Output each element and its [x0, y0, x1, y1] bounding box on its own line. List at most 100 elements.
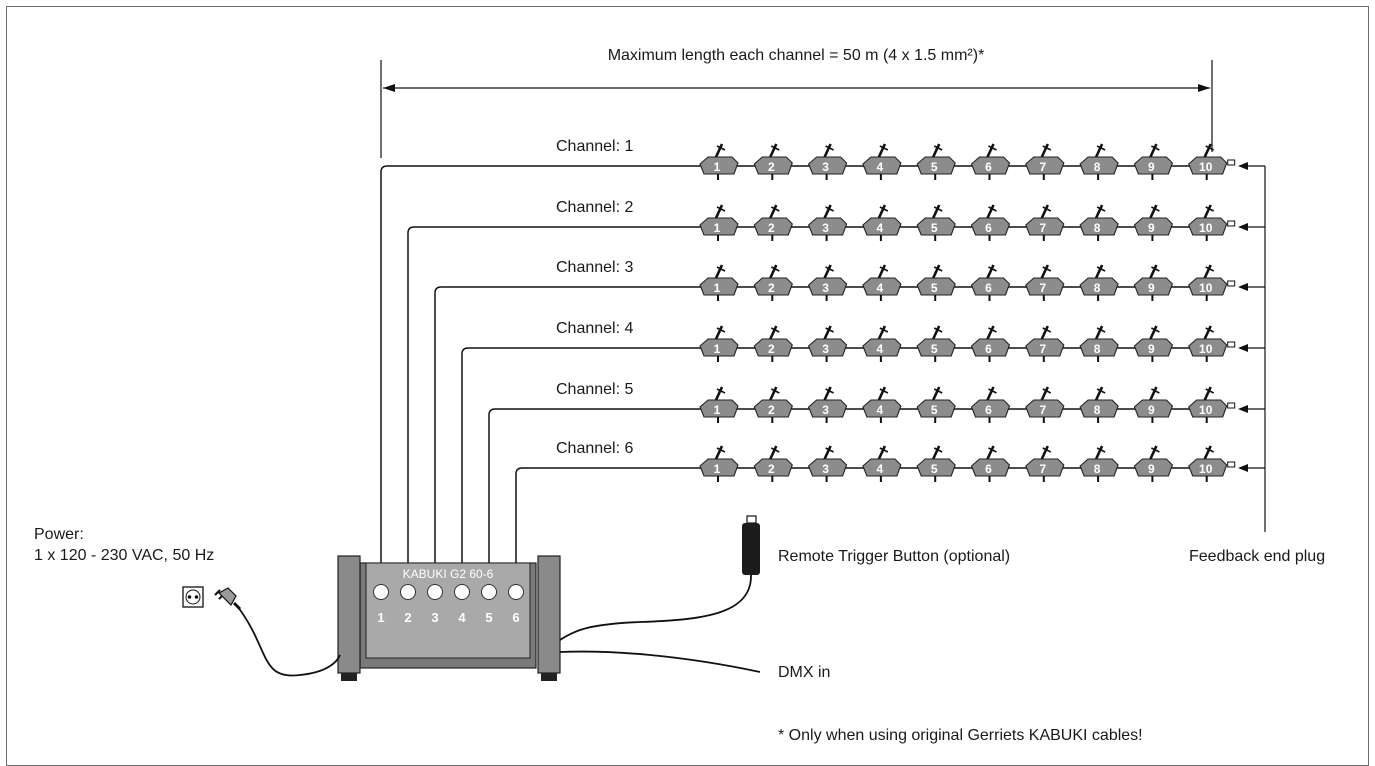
fixture-number: 2 — [768, 403, 775, 417]
fixture-clamp — [1096, 145, 1106, 151]
fixture-clamp — [988, 327, 997, 333]
fixture-hook — [823, 264, 832, 279]
fixture-clamp — [1205, 206, 1215, 212]
fixture-number: 5 — [931, 403, 938, 417]
fixture: 7 — [1025, 386, 1065, 423]
fixture-clamp — [1042, 327, 1052, 333]
fixture-body — [916, 458, 956, 477]
fixture-clamp — [1151, 327, 1160, 333]
controller-left-handle — [337, 555, 361, 674]
fixture-body — [753, 217, 793, 236]
fixture-body — [1025, 399, 1065, 418]
power-plug-icon — [214, 587, 242, 611]
fixture-body — [1025, 338, 1065, 357]
fixture-clamp — [879, 327, 889, 333]
fixture-hook — [769, 264, 778, 279]
feedback-arrow — [1238, 283, 1248, 291]
fixture-clamp — [933, 206, 943, 212]
fixture-body — [699, 338, 739, 357]
fixture-body — [970, 277, 1011, 296]
fixture-clamp — [988, 447, 997, 453]
controller-port — [400, 584, 416, 600]
fixture-number: 7 — [1039, 462, 1046, 476]
fixture: 4 — [862, 264, 902, 301]
channel-2-wire — [407, 226, 1200, 563]
fixture-hook — [1203, 143, 1212, 158]
fixture-body — [1025, 277, 1065, 296]
fixture-clamp — [1042, 206, 1052, 212]
fixture-number: 7 — [1039, 342, 1046, 356]
fixture-hook — [932, 264, 941, 279]
end-plug-icon — [1227, 402, 1236, 409]
fixture-body — [699, 458, 739, 477]
fixture: 6 — [970, 325, 1011, 362]
fixture: 9 — [1133, 386, 1174, 423]
fixture-clamp — [1205, 447, 1215, 453]
fixture: 7 — [1025, 445, 1065, 482]
fixture-number: 2 — [768, 221, 775, 235]
fixture: 3 — [807, 204, 848, 241]
fixture: 3 — [807, 386, 848, 423]
fixture-number: 8 — [1094, 221, 1101, 235]
fixture: 4 — [862, 143, 902, 180]
fixture-body — [916, 338, 956, 357]
fixture-number: 2 — [768, 462, 775, 476]
fixture: 5 — [916, 264, 956, 301]
fixture-clamp — [988, 266, 997, 272]
dmx-in-label: DMX in — [778, 664, 830, 681]
fixture: 7 — [1025, 204, 1065, 241]
fixture-number: 10 — [1199, 221, 1213, 235]
fixture-clamp — [716, 266, 726, 272]
fixture-body — [862, 156, 902, 175]
channel-5-wire — [488, 408, 1200, 563]
fixture-clamp — [879, 206, 889, 212]
channel-6-wire — [515, 467, 1200, 563]
fixture-hook — [823, 325, 832, 340]
fixture-hook — [769, 386, 778, 401]
fixture: 10 — [1188, 264, 1236, 301]
fixture: 8 — [1079, 143, 1119, 180]
fixture: 7 — [1025, 143, 1065, 180]
fixture-hook — [714, 264, 724, 279]
fixture: 8 — [1079, 204, 1119, 241]
fixture: 10 — [1188, 325, 1236, 362]
controller-port-number: 2 — [404, 610, 411, 625]
fixture-number: 3 — [822, 281, 829, 295]
fixture-number: 4 — [877, 221, 884, 235]
fixture-hook — [932, 386, 941, 401]
fixture-clamp — [1205, 145, 1215, 151]
fixture-hook — [1040, 264, 1049, 279]
controller-right-handle — [537, 555, 561, 674]
fixture-clamp — [716, 206, 726, 212]
fixture-hook — [986, 325, 995, 340]
fixture: 1 — [699, 143, 739, 180]
fixture-number: 3 — [822, 160, 829, 174]
controller-port-number: 4 — [458, 610, 466, 625]
fixture-hook — [986, 445, 995, 460]
fixture-clamp — [879, 145, 889, 151]
fixture-clamp — [770, 266, 780, 272]
fixture-hook — [1149, 143, 1158, 158]
fixture-body — [1079, 399, 1119, 418]
fixture-number: 2 — [768, 342, 775, 356]
fixture-number: 9 — [1148, 221, 1155, 235]
fixture-number: 4 — [877, 462, 884, 476]
fixture-hook — [714, 386, 724, 401]
fixture-hook — [877, 445, 887, 460]
fixture-hook — [1094, 264, 1104, 279]
fixture-number: 8 — [1094, 403, 1101, 417]
fixture: 5 — [916, 143, 956, 180]
fixture-body — [970, 399, 1011, 418]
controller-port — [481, 584, 497, 600]
fixture-clamp — [933, 447, 943, 453]
fixture: 4 — [862, 204, 902, 241]
fixture-number: 8 — [1094, 281, 1101, 295]
fixture-body — [1079, 217, 1119, 236]
channel-1-wire — [380, 165, 1200, 563]
fixture-number: 2 — [768, 281, 775, 295]
controller-front-panel — [365, 562, 531, 659]
fixture-hook — [823, 204, 832, 219]
fixture: 8 — [1079, 325, 1119, 362]
fixture-number: 3 — [822, 403, 829, 417]
